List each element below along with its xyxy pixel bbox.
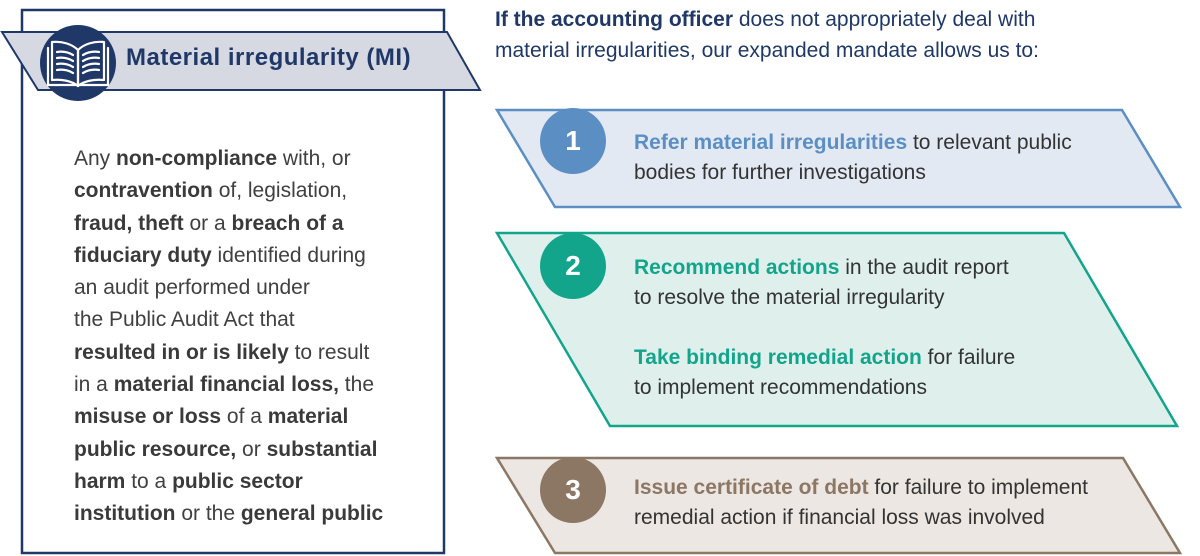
emphasis-text: public sector: [172, 469, 303, 493]
step-1-number-badge: 1: [540, 108, 606, 174]
body-text: to a: [125, 469, 173, 493]
step-1-panel: [494, 108, 1183, 209]
body-text: the: [338, 373, 374, 397]
body-text: to resolve the material irregularity: [634, 286, 945, 309]
body-text: in the audit report: [839, 256, 1009, 279]
intro-bold: If the accounting officer: [495, 8, 734, 31]
body-text: of a: [221, 405, 268, 429]
emphasis-text: Refer material irregularities: [634, 131, 908, 154]
step-3-line: Issue certificate of debt for failure to…: [634, 473, 1088, 503]
body-text: the Public Audit Act that: [74, 308, 295, 332]
body-text: to implement recommendations: [634, 376, 927, 399]
body-text: identified during: [211, 243, 366, 267]
step-3-number-badge: 3: [540, 457, 606, 523]
body-text: or: [236, 437, 267, 461]
emphasis-text: Take binding remedial action: [634, 346, 922, 369]
definition-line: Any non-compliance with, or: [74, 143, 404, 175]
body-text: bodies for further investigations: [634, 161, 926, 184]
body-text: to relevant public: [907, 131, 1072, 154]
body-text: for failure to implement: [868, 476, 1089, 499]
step-2-text: Recommend actions in the audit report to …: [634, 253, 1015, 403]
step-2-line: to resolve the material irregularity: [634, 283, 1015, 313]
emphasis-text: breach of a: [231, 211, 344, 235]
emphasis-text: material: [267, 405, 349, 429]
emphasis-text: fiduciary duty: [74, 243, 212, 267]
step-2-line: [634, 313, 1015, 343]
step-2-number-badge: 2: [540, 233, 606, 299]
definition-line: public resource, or substantial: [74, 434, 404, 466]
open-book-icon: [40, 25, 116, 101]
emphasis-text: resulted in or is likely: [74, 340, 289, 364]
intro-line2: material irregularities, our expanded ma…: [495, 39, 1039, 62]
emphasis-text: non-compliance: [116, 147, 278, 170]
step-3-text: Issue certificate of debt for failure to…: [634, 473, 1088, 533]
step-2-line: Take binding remedial action for failure: [634, 343, 1015, 373]
emphasis-text: institution: [74, 502, 176, 526]
body-text: Any: [74, 147, 117, 170]
emphasis-text: harm: [74, 469, 126, 493]
definition-title: Material irregularity (MI): [126, 44, 412, 71]
definition-line: the Public Audit Act that: [74, 304, 404, 336]
body-text: an audit performed under: [74, 276, 310, 300]
definition-line: misuse or loss of a material: [74, 401, 404, 433]
step-1-line: Refer material irregularities to relevan…: [634, 128, 1072, 158]
definition-line: fraud, theft or a breach of a: [74, 208, 404, 240]
intro-text: If the accounting officer does not appro…: [495, 4, 1185, 66]
emphasis-text: material financial loss,: [113, 373, 339, 397]
definition-banner: [0, 31, 482, 91]
definition-box: [20, 8, 446, 555]
emphasis-text: contravention: [74, 179, 213, 203]
definition-line: contravention of, legislation,: [74, 175, 404, 207]
definition-line: harm to a public sector: [74, 466, 404, 498]
step-3-line: remedial action if financial loss was in…: [634, 503, 1088, 533]
step-3-panel: [494, 456, 1183, 555]
body-text: with, or: [277, 147, 351, 170]
body-text: remedial action if financial loss was in…: [634, 506, 1045, 529]
definition-line: fiduciary duty identified during: [74, 240, 404, 272]
emphasis-text: general public: [240, 502, 384, 526]
step-2-line: to implement recommendations: [634, 373, 1015, 403]
definition-line: resulted in or is likely to result: [74, 337, 404, 369]
body-text: of, legislation,: [212, 179, 348, 203]
definition-line: in a material financial loss, the: [74, 369, 404, 401]
intro-line1-rest: does not appropriately deal with: [733, 8, 1036, 31]
body-text: or a: [183, 211, 232, 235]
body-text: for failure: [921, 346, 1016, 369]
emphasis-text: Recommend actions: [634, 256, 840, 279]
body-text: in a: [74, 373, 114, 397]
body-text: to result: [288, 340, 370, 364]
emphasis-text: fraud, theft: [74, 211, 184, 235]
definition-line: institution or the general public: [74, 498, 404, 530]
step-1-text: Refer material irregularities to relevan…: [634, 128, 1072, 188]
definition-line: an audit performed under: [74, 272, 404, 304]
step-2-panel: [494, 231, 1180, 428]
emphasis-text: misuse or loss: [74, 405, 222, 429]
step-2-line: Recommend actions in the audit report: [634, 253, 1015, 283]
step-1-line: bodies for further investigations: [634, 158, 1072, 188]
emphasis-text: substantial: [266, 437, 378, 461]
emphasis-text: public resource,: [74, 437, 237, 461]
body-text: or the: [175, 502, 241, 526]
emphasis-text: Issue certificate of debt: [634, 476, 869, 499]
